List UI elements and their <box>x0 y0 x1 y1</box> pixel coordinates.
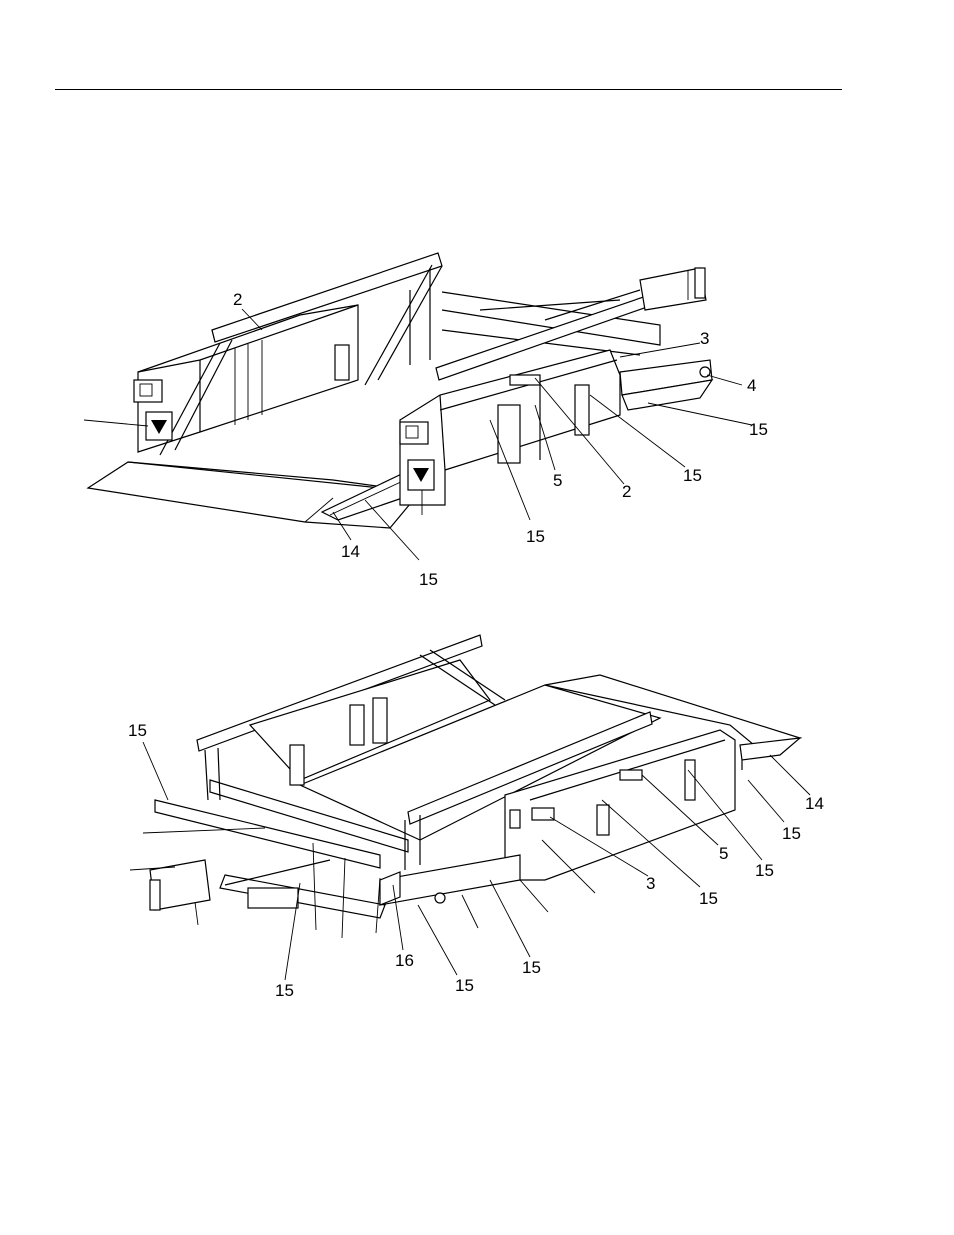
callout-label: 15 <box>128 721 147 740</box>
right-control-box <box>400 422 428 444</box>
callout-label: 5 <box>719 844 728 863</box>
left-control-box <box>134 380 162 402</box>
callout-label: 5 <box>553 471 562 490</box>
callout-label: 16 <box>395 951 414 970</box>
callout-label: 15 <box>782 824 801 843</box>
callout-label: 15 <box>755 861 774 880</box>
callout-label: 15 <box>419 570 438 589</box>
figure-bottom-drawing <box>130 635 810 980</box>
callout-label: 3 <box>700 329 709 348</box>
callout-label: 15 <box>526 527 545 546</box>
callout-label: 4 <box>747 376 756 395</box>
callout-label: 15 <box>522 958 541 977</box>
cross-beam <box>155 800 380 868</box>
callout-label: 15 <box>699 889 718 908</box>
callout-label: 15 <box>683 466 702 485</box>
callout-label: 15 <box>275 981 294 1000</box>
callout-label: 15 <box>749 420 768 439</box>
callout-label: 2 <box>622 482 631 501</box>
callout-label: 14 <box>805 794 824 813</box>
callout-label: 14 <box>341 542 360 561</box>
figure-top-drawing <box>84 253 752 560</box>
callout-label: 2 <box>233 290 242 309</box>
callout-label: 15 <box>455 976 474 995</box>
callout-label: 3 <box>646 874 655 893</box>
